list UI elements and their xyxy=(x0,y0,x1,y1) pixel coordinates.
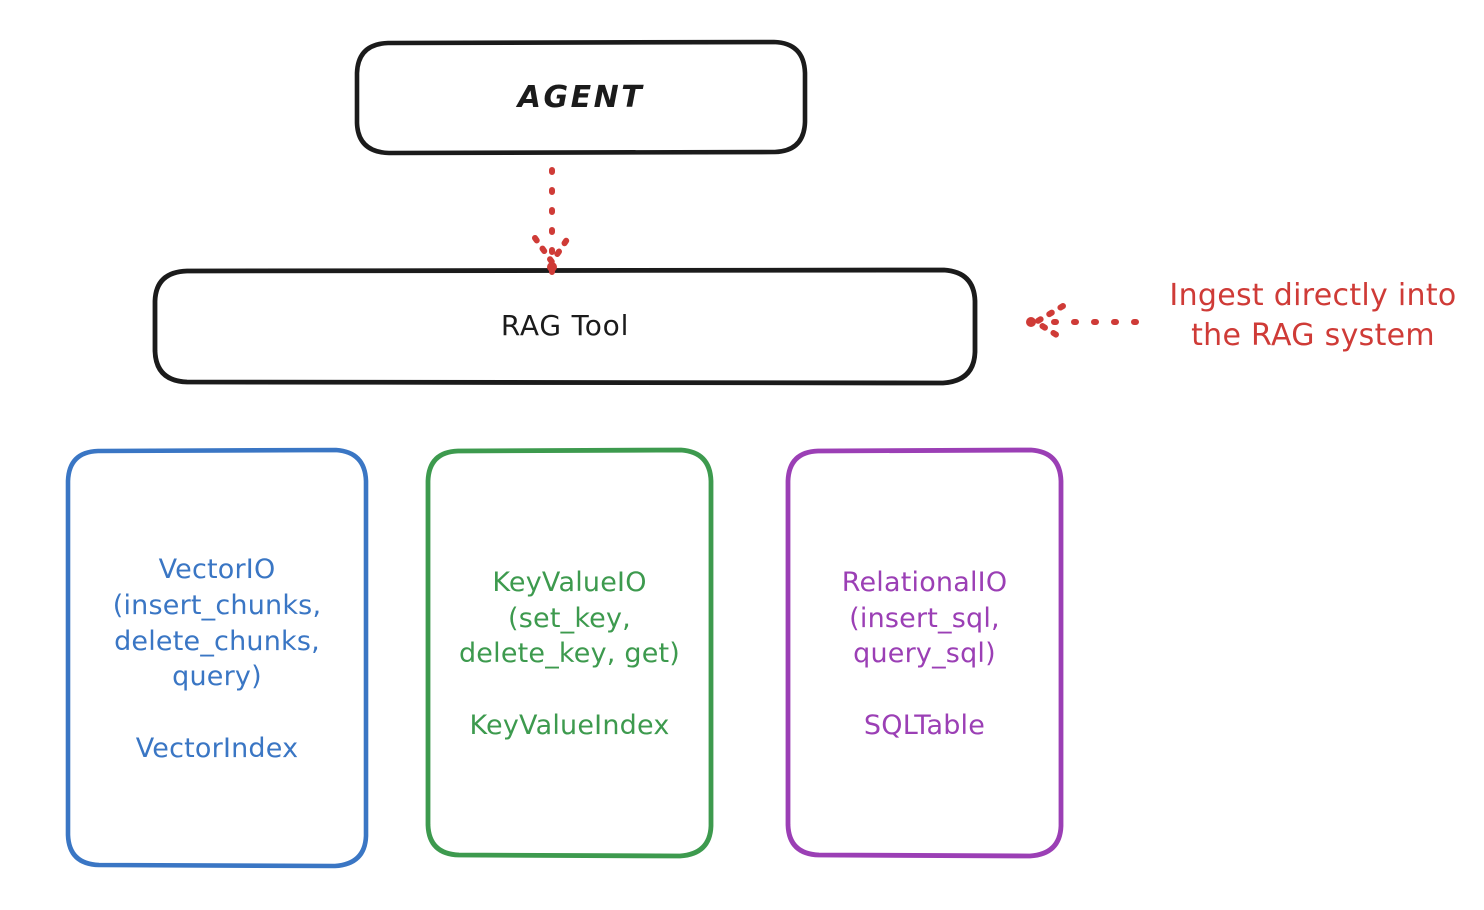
annotation-ingest-text: Ingest directly into the RAG system xyxy=(1169,278,1457,353)
node-vector-io-label: VectorIO (insert_chunks, delete_chunks, … xyxy=(112,553,322,693)
node-agent[interactable]: AGENT xyxy=(357,42,805,153)
node-key-value-io-label: KeyValueIO (set_key, delete_key, get) xyxy=(458,566,681,670)
node-key-value-io-sublabel: KeyValueIndex xyxy=(469,710,670,742)
node-relational-io-sublabel: SQLTable xyxy=(863,710,986,742)
node-vector-io-sublabel: VectorIndex xyxy=(135,733,299,765)
ingest-connector xyxy=(1026,303,1139,342)
node-relational-io[interactable]: RelationalIO (insert_sql, query_sql) SQL… xyxy=(788,450,1061,856)
key-value-io-box-outline xyxy=(425,447,714,859)
vector-io-box-outline xyxy=(65,447,369,869)
node-agent-label: AGENT xyxy=(517,80,645,115)
rag-tool-box-outline xyxy=(152,267,978,386)
node-rag-tool-label: RAG Tool xyxy=(500,309,630,343)
node-relational-io-label: RelationalIO (insert_sql, query_sql) xyxy=(841,566,1008,670)
node-key-value-io[interactable]: KeyValueIO (set_key, delete_key, get) Ke… xyxy=(428,450,711,856)
node-vector-io[interactable]: VectorIO (insert_chunks, delete_chunks, … xyxy=(68,450,366,866)
relational-io-box-outline xyxy=(785,447,1064,859)
agent-to-rag-tool-connector xyxy=(532,167,571,293)
node-rag-tool[interactable]: RAG Tool xyxy=(155,270,975,383)
agent-box-outline xyxy=(354,39,808,156)
